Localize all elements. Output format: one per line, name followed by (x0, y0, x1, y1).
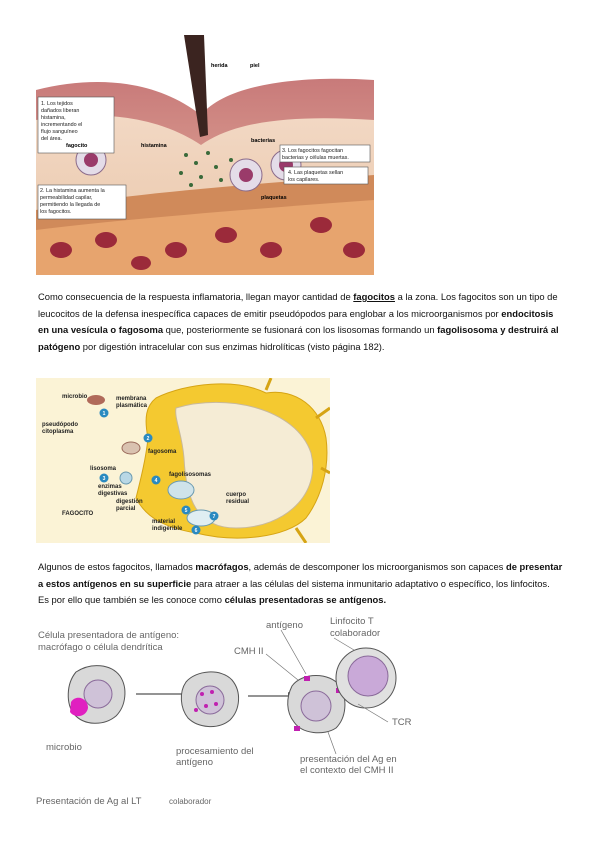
label-herida: herida (211, 63, 228, 69)
svg-text:citoplasma: citoplasma (42, 429, 74, 435)
splinter (184, 35, 208, 137)
svg-text:pseudópodo: pseudópodo (42, 422, 78, 428)
red-blood-cells (50, 217, 365, 270)
p1-bold2: endocitosis en una vesícula o fagosoma (38, 307, 554, 336)
p2-text3: para atraer a las células del sistema in… (38, 577, 550, 606)
p1-bold3: fagolisosoma y destruirá al patógeno (38, 324, 559, 352)
svg-text:enzimas: enzimas (98, 484, 122, 490)
svg-text:presentación del Ag en: presentación del Ag en (300, 754, 397, 765)
svg-text:parcial: parcial (116, 506, 136, 512)
note3-text: 3. Los fagocitos fagocitan bacterias y c… (282, 148, 349, 161)
svg-text:residual: residual (226, 499, 249, 505)
figure3-text: Célula presentadora de antígeno: macrófa… (36, 616, 412, 807)
svg-text:antígeno: antígeno (176, 757, 213, 768)
paragraph-macrophages: Algunos de estos fagocitos, llamados mac… (38, 559, 563, 609)
label-piel: piel (250, 63, 260, 69)
svg-text:microbio: microbio (46, 742, 82, 753)
svg-text:fagolisosomas: fagolisosomas (169, 472, 212, 478)
antigen-presentation-figure: Célula presentadora de antígeno: macrófa… (36, 614, 436, 810)
svg-text:5: 5 (185, 508, 188, 514)
svg-text:4: 4 (155, 478, 158, 484)
svg-text:Linfocito T: Linfocito T (330, 616, 374, 627)
svg-text:7: 7 (213, 514, 216, 520)
label-fagocito: fagocito (66, 143, 88, 149)
apc-cell-2 (180, 671, 239, 727)
label-histamina: histamina (141, 143, 168, 149)
svg-text:cuerpo: cuerpo (226, 492, 246, 498)
svg-text:colaborador: colaborador (330, 628, 380, 639)
svg-text:TCR: TCR (392, 717, 412, 728)
note4-text: 4. Las plaquetas sellan los capilares. (288, 170, 345, 183)
histamine-dots (179, 151, 233, 187)
svg-text:antígeno: antígeno (266, 620, 303, 631)
p1-bold1: fagocitos (353, 291, 395, 302)
step-numbers: 1 2 3 4 5 6 7 (103, 411, 216, 534)
svg-text:3: 3 (103, 476, 106, 482)
svg-text:fagosoma: fagosoma (148, 449, 177, 455)
svg-text:el contexto del CMH II: el contexto del CMH II (300, 765, 393, 776)
note1-text: 1. Los tejidos dañados liberan histamina… (41, 101, 84, 142)
microbe (87, 395, 105, 405)
svg-text:1: 1 (103, 411, 106, 417)
svg-text:Célula presentadora de antígen: Célula presentadora de antígeno: (38, 630, 179, 641)
note4-box (283, 166, 369, 185)
pointer-lines (265, 629, 389, 755)
phagolysosome (167, 480, 195, 500)
svg-text:macrófago o célula dendrítica: macrófago o célula dendrítica (38, 642, 163, 653)
svg-text:digestivas: digestivas (98, 491, 128, 497)
step-markers (99, 408, 219, 535)
svg-text:colaborador: colaborador (169, 797, 212, 806)
apc-cell-1 (67, 665, 126, 724)
p2-bold3: células presentadoras se antígenos. (224, 594, 387, 605)
phagocytosis-labels: microbio membrana plasmática pseudópodo … (42, 394, 249, 532)
svg-text:Presentación de Ag al LT: Presentación de Ag al LT (36, 796, 142, 807)
capillary-inner (36, 200, 374, 275)
note2-text: 2. La histamina aumenta la permeabilidad… (40, 188, 106, 215)
p1-text2: a la zona. Los fagocitos son un tipo de … (38, 291, 558, 319)
svg-text:microbio: microbio (62, 394, 88, 400)
label-plaquetas: plaquetas (261, 195, 287, 201)
p2-text2: , además de descomponer los microorganis… (248, 561, 506, 572)
p1-text1: Como consecuencia de la respuesta inflam… (38, 291, 354, 302)
p2-bold1: macrófagos (195, 561, 249, 572)
lysosome (119, 471, 133, 485)
note3-box (279, 144, 371, 163)
p1-text3: que, posteriormente se fusionará con los… (163, 324, 438, 335)
p2-bold2: de presentar a estos antígenos en su sup… (38, 561, 563, 589)
svg-text:plasmática: plasmática (116, 403, 148, 409)
svg-text:FAGOCITO: FAGOCITO (62, 511, 94, 517)
svg-text:lisosoma: lisosoma (90, 466, 117, 472)
note2-box (37, 184, 127, 220)
label-bacterias: bacterias (251, 138, 275, 144)
t-cell (335, 647, 397, 709)
inflammation-figure: 1. Los tejidos dañados liberan histamina… (36, 35, 374, 275)
phagocytosis-figure: 1 2 3 4 5 6 7 microbio membrana plasmática … (36, 378, 330, 543)
svg-text:indigerible: indigerible (152, 526, 183, 532)
note1-box (37, 96, 115, 154)
svg-text:material: material (152, 519, 175, 525)
svg-text:2: 2 (147, 436, 150, 442)
svg-text:procesamiento del: procesamiento del (176, 746, 254, 757)
svg-text:membrana: membrana (116, 396, 147, 402)
phagocyte-body (135, 378, 330, 543)
svg-text:digestión: digestión (116, 499, 143, 505)
svg-text:6: 6 (195, 528, 198, 534)
paragraph-phagocytes: Como consecuencia de la respuesta inflam… (38, 289, 563, 355)
phagosome (121, 441, 141, 455)
p1-text4: por digestión intracelular con sus enzim… (80, 340, 385, 352)
p2-text1: Algunos de estos fagocitos, llamados (38, 561, 196, 572)
svg-text:CMH II: CMH II (234, 646, 264, 657)
